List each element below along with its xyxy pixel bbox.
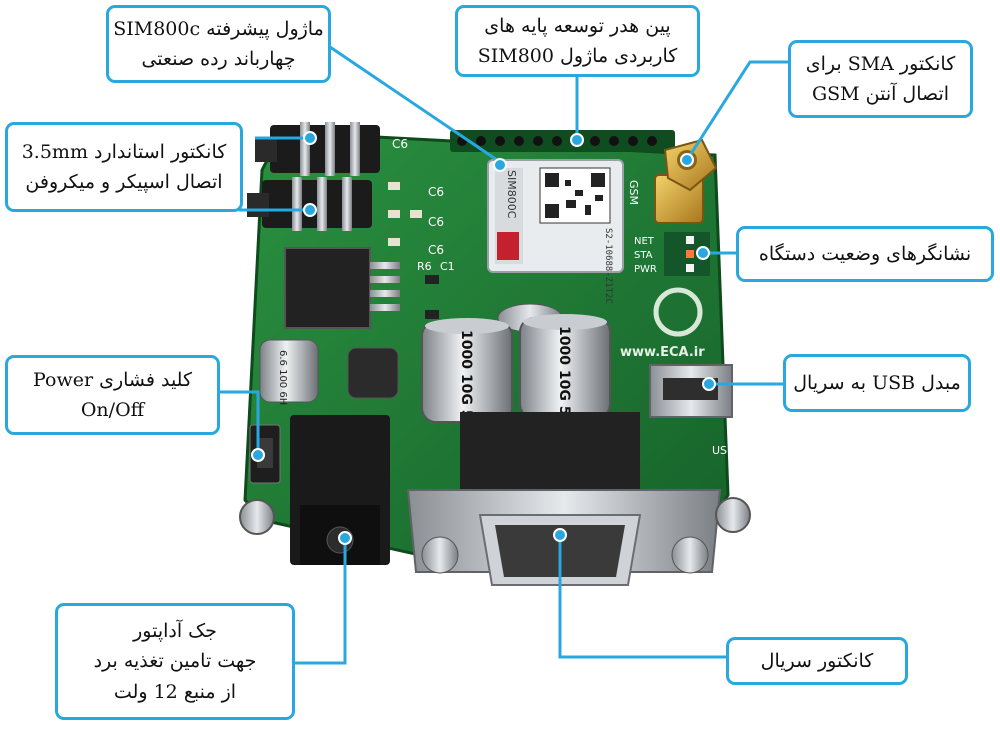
leader-lines bbox=[218, 45, 790, 665]
small-cap-text: 6.6 100 6H bbox=[277, 350, 288, 405]
callout-power-line1: کلید فشاری Power bbox=[32, 368, 193, 391]
gsm-silk-text: GSM bbox=[627, 180, 640, 205]
callout-serial-line1: کانکتور سریال bbox=[760, 649, 874, 672]
silk-c6-3: C6 bbox=[428, 215, 444, 229]
callout-audio: کانکتور استاندارد 3.5mm اتصال اسپیکر و م… bbox=[5, 122, 243, 212]
callout-module-line2: چهارباند رده صنعتی bbox=[141, 48, 296, 70]
silk-c6-4: C6 bbox=[428, 243, 444, 257]
callout-sma-line2: اتصال آنتن GSM bbox=[811, 83, 950, 105]
silk-c1: C1 bbox=[440, 260, 455, 273]
callout-power: کلید فشاری Power On/Off bbox=[5, 355, 220, 435]
callout-leds: نشانگرهای وضعیت دستگاه bbox=[736, 226, 994, 282]
callout-sma: کانکتور SMA برای اتصال آنتن GSM bbox=[788, 40, 973, 118]
usb-silk-text: USB bbox=[712, 444, 735, 457]
callout-usb: مبدل USB به سریال bbox=[783, 354, 971, 412]
module-code-text: S2-10688-Z1T2C bbox=[603, 228, 613, 304]
callout-header-line2: کاربردی ماژول SIM800 bbox=[477, 45, 678, 67]
callout-module-line1: ماژول پیشرفته SIM800c bbox=[113, 17, 324, 40]
callout-leds-line1: نشانگرهای وضعیت دستگاه bbox=[758, 242, 972, 265]
mounting-screws bbox=[239, 497, 751, 535]
voltage-regulator bbox=[284, 247, 400, 329]
callout-audio-line1: کانکتور استاندارد 3.5mm bbox=[21, 140, 227, 163]
sim800c-module bbox=[487, 159, 624, 273]
callout-adapter-line1: جک آداپتور bbox=[133, 619, 217, 642]
callout-header-line1: پین هدر توسعه پایه های bbox=[484, 14, 671, 37]
led-net-label: NET bbox=[634, 236, 655, 247]
website-text: www.ECA.ir bbox=[620, 345, 705, 360]
usb-connector bbox=[649, 364, 733, 418]
module-brand-text: SIM800C bbox=[505, 170, 518, 219]
callout-adapter: جک آداپتور جهت تامین تغذیه برد از منبع 1… bbox=[55, 603, 295, 720]
small-capacitor bbox=[259, 339, 319, 403]
callout-serial: کانکتور سریال bbox=[726, 637, 908, 685]
led-pwr-label: PWR bbox=[634, 264, 657, 275]
pin-header bbox=[450, 130, 675, 152]
callout-audio-line2: اتصال اسپیکر و میکروفن bbox=[25, 171, 223, 193]
leader-dots bbox=[251, 131, 716, 545]
inductor bbox=[347, 347, 399, 399]
callout-power-line2: On/Off bbox=[80, 399, 145, 421]
silk-c6-1: C6 bbox=[392, 137, 408, 151]
silk-r6: R6 bbox=[417, 260, 432, 273]
led-sta-label: STA bbox=[634, 250, 653, 261]
callout-sma-line1: کانکتور SMA برای bbox=[805, 52, 956, 75]
eca-logo bbox=[653, 287, 703, 337]
callout-module: ماژول پیشرفته SIM800c چهارباند رده صنعتی bbox=[106, 5, 331, 83]
callout-usb-line1: مبدل USB به سریال bbox=[793, 371, 961, 394]
callout-header: پین هدر توسعه پایه های کاربردی ماژول SIM… bbox=[455, 5, 700, 77]
callout-adapter-line2: جهت تامین تغذیه برد bbox=[93, 650, 257, 673]
silk-c6-2: C6 bbox=[428, 185, 444, 199]
dc-jack bbox=[290, 415, 390, 565]
callout-adapter-line3: از منبع 12 ولت bbox=[113, 680, 237, 703]
capacitor-2 bbox=[519, 314, 611, 419]
